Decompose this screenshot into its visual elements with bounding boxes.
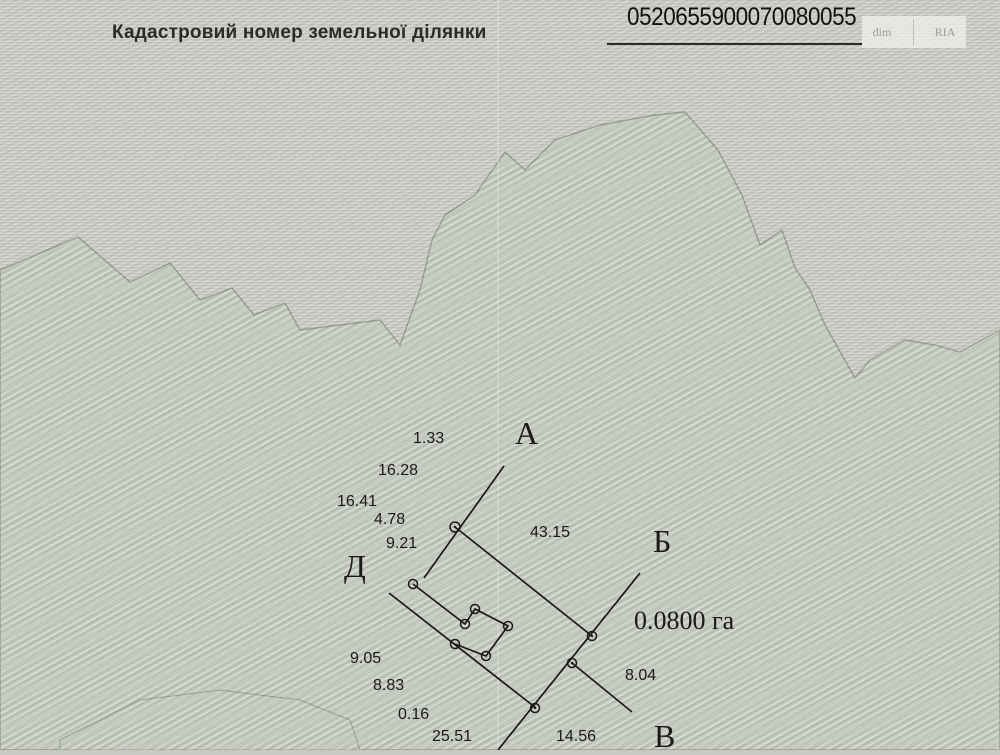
watermark-ria-text: RIA — [934, 24, 956, 39]
corner-label-v: В — [654, 718, 676, 754]
survey-points — [407, 521, 598, 714]
cadastral-number-underline — [607, 43, 862, 45]
boundary-line-b — [497, 572, 641, 750]
cadastral-number-label: Кадастровий номер земельної ділянки — [112, 22, 487, 43]
boundary-line-top — [454, 526, 593, 637]
measurement-6: 43.15 — [530, 524, 571, 541]
watermark-divider — [912, 19, 914, 45]
measurement-5: 9.21 — [386, 535, 418, 552]
corner-label-b: Б — [653, 523, 672, 559]
measurement-12: 14.56 — [556, 728, 597, 745]
measurement-11: 8.04 — [625, 667, 657, 684]
measurement-9: 0.16 — [398, 706, 430, 723]
measurement-1: 1.33 — [413, 430, 445, 447]
corner-label-a: А — [515, 415, 539, 451]
measurement-8: 8.83 — [373, 677, 405, 694]
corner-label-d: Д — [344, 548, 366, 584]
measurement-4: 4.78 — [374, 511, 406, 528]
watermark-dim-text: dim — [872, 24, 892, 39]
inner-building-outline — [412, 583, 510, 658]
measurement-3: 16.41 — [337, 493, 378, 510]
boundary-line-v — [571, 662, 633, 713]
measurement-10: 25.51 — [432, 728, 473, 745]
cadastral-number-value: 0520655900070080055 — [627, 3, 857, 31]
dimria-watermark: dim RIA — [862, 16, 966, 48]
paper-fold-line — [497, 0, 499, 750]
plot-area: 0.0800 га — [634, 606, 735, 635]
measurement-7: 9.05 — [350, 650, 382, 667]
measurement-2: 16.28 — [378, 462, 419, 479]
boundary-line-a — [423, 465, 505, 579]
boundary-line-d — [388, 592, 537, 709]
